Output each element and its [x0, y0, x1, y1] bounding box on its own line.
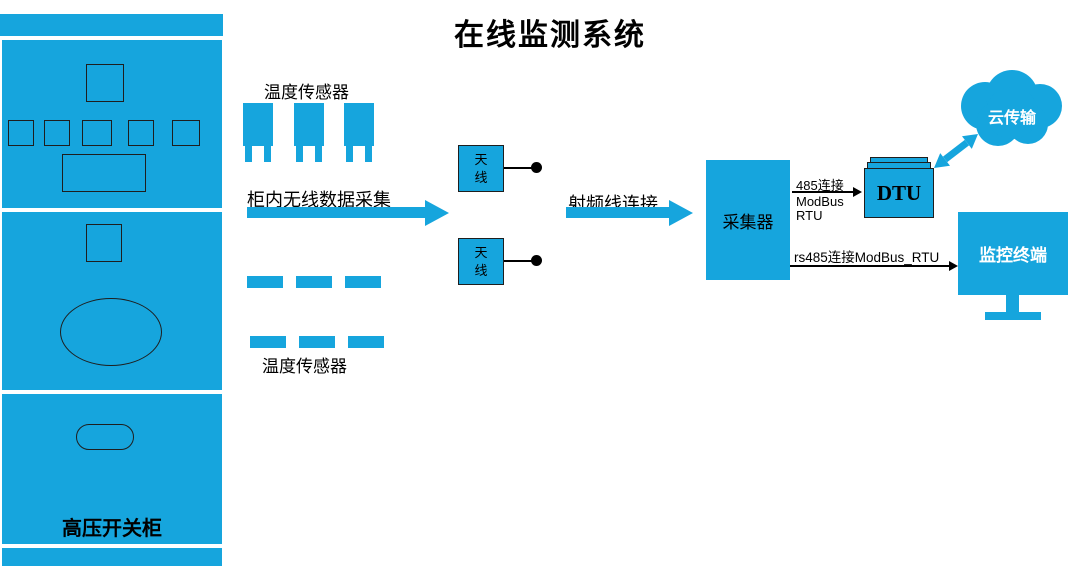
collector-box: 采集器	[706, 160, 790, 280]
antenna-label: 天线	[474, 244, 488, 278]
temp-sensor-leg	[346, 146, 353, 162]
cabinet-button-square	[44, 120, 70, 146]
cabinet-label: 高压开关柜	[62, 518, 162, 540]
temp-sensor-icon	[344, 103, 374, 146]
cloud-icon	[961, 70, 1062, 146]
antenna-label: 天线	[474, 151, 488, 185]
monitor-screen-icon: 监控终端	[958, 212, 1068, 295]
rs485-arrowhead-icon	[949, 261, 958, 271]
cabinet-top-bar	[0, 14, 223, 36]
cabinet-display-rect	[62, 154, 146, 192]
dashed-sensor-strip	[296, 276, 332, 288]
antenna-feed-line	[504, 260, 533, 262]
link-485-line	[792, 191, 854, 193]
dashed-sensor-strip	[299, 336, 335, 348]
rs485-line	[790, 265, 950, 267]
antenna-feed-line	[504, 167, 533, 169]
cabinet-indicator-square	[86, 64, 124, 102]
temp-sensor-leg	[264, 146, 271, 162]
temp-sensor-leg	[365, 146, 372, 162]
dashed-sensor-strip	[250, 336, 286, 348]
temp-sensor-leg	[296, 146, 303, 162]
page-title: 在线监测系统	[454, 19, 646, 52]
monitor-label: 监控终端	[979, 246, 1047, 265]
dashed-sensor-strip	[247, 276, 283, 288]
cabinet-button-square	[82, 120, 112, 146]
temp-sensor-leg	[245, 146, 252, 162]
temp-sensor-leg	[315, 146, 322, 162]
rf-arrow-head-icon	[669, 200, 693, 226]
monitor-base-icon	[985, 312, 1041, 320]
antenna-port-dot-icon	[531, 255, 542, 266]
cabinet-lower-panel	[2, 394, 222, 544]
cabinet-button-square	[8, 120, 34, 146]
link-485-arrowhead-icon	[853, 187, 862, 197]
monitor-stand-icon	[1006, 295, 1019, 312]
cabinet-bottom-bar	[2, 548, 222, 566]
wireless-collect-label: 柜内无线数据采集	[247, 190, 391, 210]
cloud-label: 云传输	[987, 110, 1036, 127]
collector-label: 采集器	[722, 212, 774, 232]
link-485-label-line1: 485连接	[796, 178, 844, 193]
link-485-label-line3: RTU	[796, 208, 823, 223]
temp-sensor-icon	[243, 103, 273, 146]
link-485-label-line2: ModBus	[796, 194, 844, 209]
dashed-sensor-strip	[345, 276, 381, 288]
antenna-port-dot-icon	[531, 162, 542, 173]
cabinet-oval-window	[60, 298, 162, 366]
wireless-arrow-head-icon	[425, 200, 449, 226]
temp-sensor-icon	[294, 103, 324, 146]
antenna-box: 天线	[458, 145, 504, 192]
dtu-label: DTU	[876, 180, 922, 205]
dashed-sensor-strip	[348, 336, 384, 348]
temp-sensor-bottom-label: 温度传感器	[262, 357, 347, 376]
cabinet-button-square	[128, 120, 154, 146]
cabinet-round-handle	[76, 424, 134, 450]
cabinet-button-square	[172, 120, 200, 146]
rs485-link-label: rs485连接ModBus_RTU	[794, 250, 940, 265]
temp-sensor-top-label: 温度传感器	[264, 83, 349, 102]
cloud-link-double-arrow-icon	[934, 134, 978, 168]
cabinet-mid-square	[86, 224, 122, 262]
rf-arrow-icon	[566, 207, 669, 218]
antenna-box: 天线	[458, 238, 504, 285]
dtu-box: DTU	[864, 168, 934, 218]
wireless-arrow-icon	[247, 207, 425, 218]
